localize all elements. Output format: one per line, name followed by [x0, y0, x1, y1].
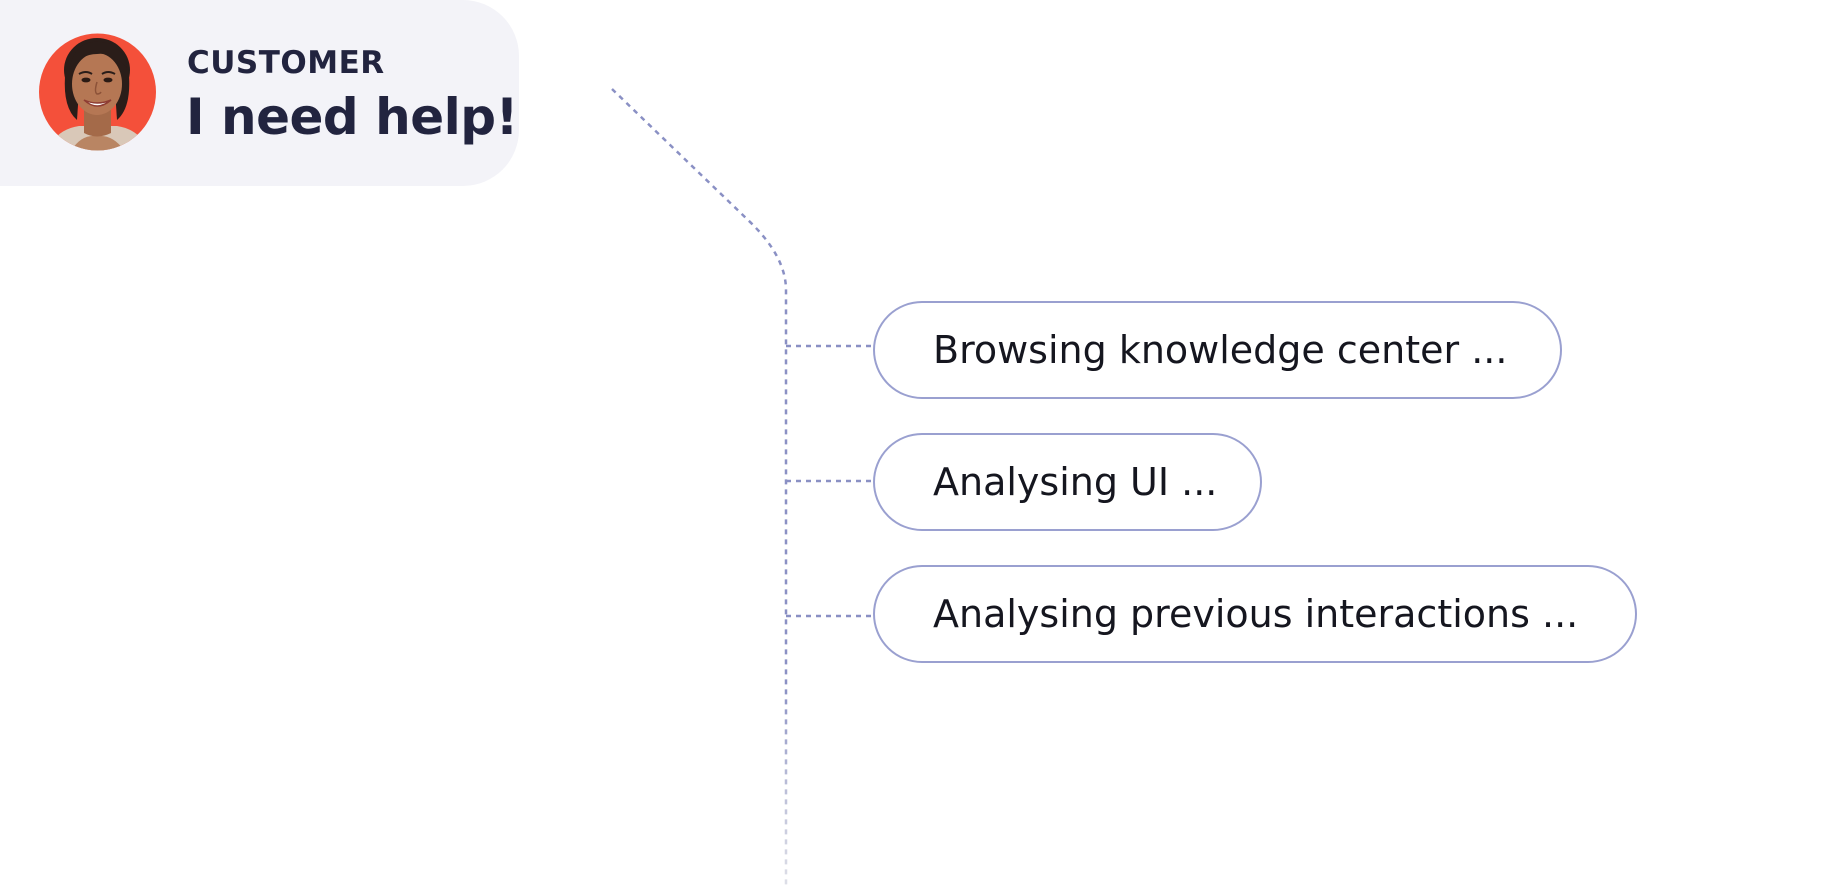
customer-message: I need help!: [186, 88, 518, 146]
step-label: Analysing previous interactions ...: [933, 592, 1579, 636]
customer-role-label: CUSTOMER: [187, 45, 385, 81]
step-analysing-previous-interactions: Analysing previous interactions ...: [873, 565, 1637, 663]
step-analysing-ui: Analysing UI ...: [873, 433, 1262, 531]
step-label: Analysing UI ...: [933, 460, 1218, 504]
customer-card: CUSTOMER I need help!: [0, 0, 519, 186]
customer-avatar: [39, 33, 156, 151]
step-browsing-knowledge-center: Browsing knowledge center ...: [873, 301, 1562, 399]
main-connector-line: [611, 88, 788, 888]
step-label: Browsing knowledge center ...: [933, 328, 1508, 372]
